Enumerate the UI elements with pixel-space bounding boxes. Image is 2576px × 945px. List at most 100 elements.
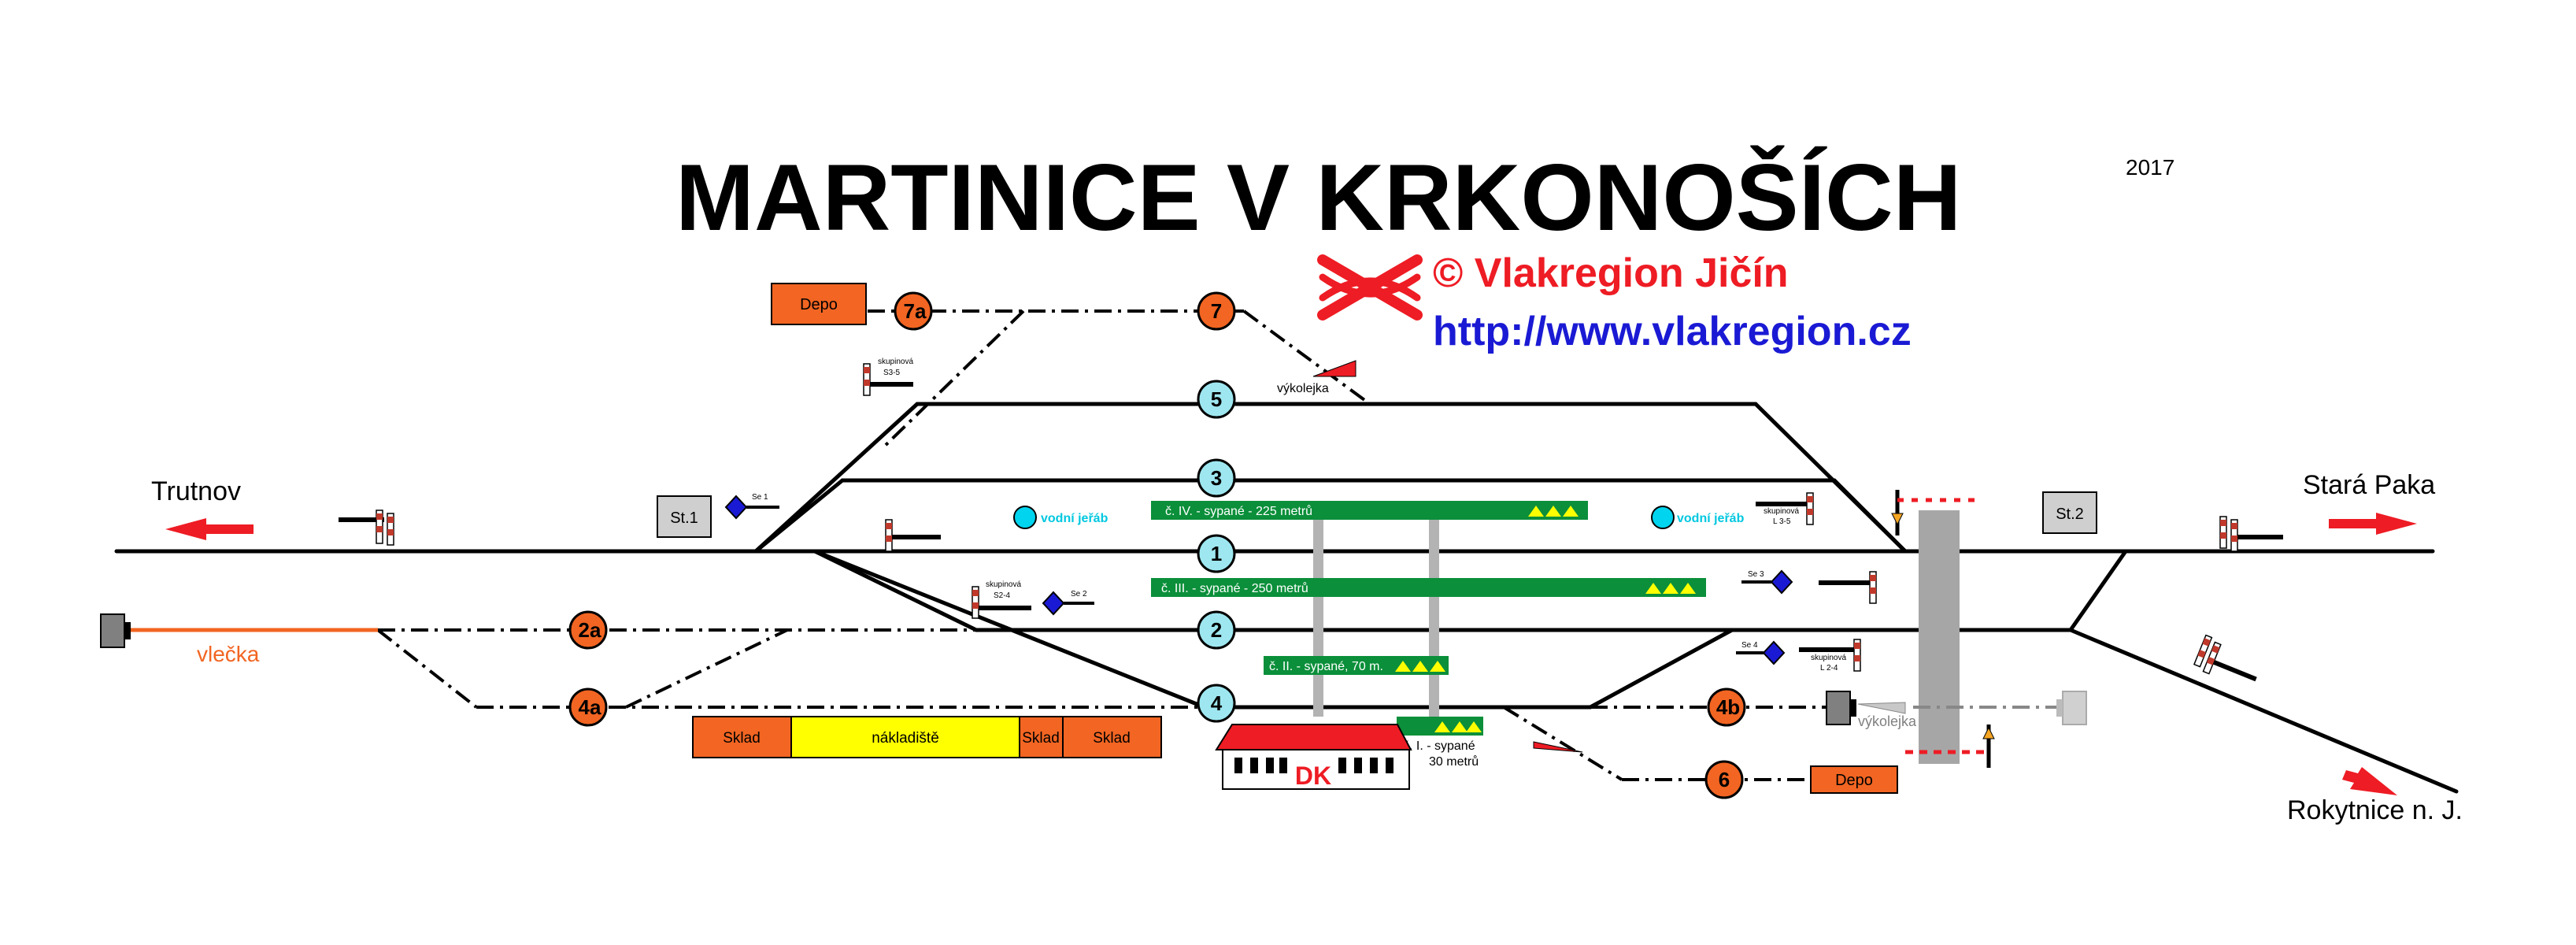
track-6-connector: [1502, 706, 1623, 781]
track-2a-circle: [568, 610, 608, 650]
copyright-text: © Vlakregion Jičín: [1433, 250, 1789, 296]
sklad-1-label: Sklad: [723, 730, 761, 747]
group-signal-s24-icon: [972, 586, 1031, 619]
track-5-left-connector: [753, 402, 920, 554]
track-6-number: 6: [1719, 768, 1730, 791]
st2-label: St.2: [2056, 506, 2084, 523]
track-2a-number: 2a: [579, 618, 601, 642]
entry-signal-left-icon: [339, 510, 394, 546]
website-link[interactable]: http://www.vlakregion.cz: [1433, 309, 1912, 354]
platform-4: [1151, 501, 1588, 520]
signal-se2-label: Se 2: [1071, 590, 1087, 598]
group-signal-l35-label-1: skupinová: [1764, 507, 1799, 516]
track-circles: [568, 291, 1746, 799]
level-crossing-road: [1919, 510, 1960, 764]
level-crossing-top-barrier-icon: [1891, 490, 1980, 536]
branch-rokytnice-line: [2068, 628, 2459, 794]
platform-1-label-line1: č. I. - sypané: [1403, 739, 1475, 753]
platform-3-label: č. III. - sypané - 250 metrů: [1161, 581, 1308, 595]
track-4-number: 4: [1211, 691, 1223, 715]
track-4-circle: [1197, 684, 1236, 723]
derailer-top-label: výkolejka: [1277, 382, 1329, 395]
signal-se3-label: Se 3: [1748, 570, 1764, 579]
signal-se4-icon: [1762, 640, 1786, 665]
arrow-stara-paka-icon: [2329, 513, 2417, 535]
footbridge-right-pillar: [1429, 512, 1439, 717]
track-7a-circle: [894, 291, 933, 331]
water-crane-left-label: vodní jeřáb: [1041, 512, 1108, 525]
platform-2-label: č. II. - sypané, 70 m.: [1269, 660, 1383, 673]
station-building-label: DK: [1295, 762, 1331, 790]
st2-box: [2042, 491, 2097, 534]
platforms: č. IV. - sypané - 225 metrů č. III. - sy…: [1151, 501, 1706, 769]
buffer-stop-4b: [1826, 691, 1851, 725]
water-crane-left-icon: [1013, 506, 1037, 529]
platform-3-marks: [1645, 583, 1696, 594]
platform-4-marks: [1528, 506, 1579, 517]
track-4a-left-connector: [376, 628, 478, 709]
entry-signal-right-icon: [2219, 516, 2283, 552]
track-2-number: 2: [1211, 618, 1222, 642]
track-lines: [114, 402, 2459, 794]
level-crossing-bottom-barrier-icon: [1905, 724, 1995, 768]
signal-se4-label: Se 4: [1741, 641, 1758, 650]
depo-top-label: Depo: [800, 296, 838, 313]
footbridge-left-pillar: [1313, 512, 1323, 717]
water-crane-right-icon: [1651, 506, 1675, 529]
signals: skupinová S3-5 Se 1 skupinová S2-4 Se 2: [339, 358, 2283, 768]
track-5-circle: [1197, 380, 1236, 419]
arrow-rokytnice-icon: [2342, 767, 2397, 795]
direction-stara-paka: Stará Paka: [2303, 470, 2435, 500]
track-7a-connector: [880, 309, 1025, 450]
sklad-2-box: [1019, 716, 1064, 758]
track-1-circle: [1197, 534, 1236, 573]
exit-signal-left-icon: [885, 519, 941, 552]
direction-trutnov: Trutnov: [151, 476, 241, 506]
arrow-trutnov-icon: [165, 518, 254, 540]
derailer-bottom-icon: [1533, 741, 1583, 753]
track-3-number: 3: [1211, 466, 1222, 490]
entry-signal-rokytnice-icon: [2193, 634, 2257, 682]
buildings: Depo Depo Sklad nákladiště Sklad Sklad: [657, 283, 2097, 794]
nakladiste-box: [790, 716, 1020, 758]
minor-tracks: [376, 309, 1834, 781]
track-6-circle: [1704, 760, 1744, 799]
sklad-3-label: Sklad: [1093, 730, 1131, 747]
track-4a-right-connector: [625, 628, 788, 709]
vlakregion-logo-icon: [1317, 254, 1423, 321]
signal-se1-label: Se 1: [752, 493, 768, 502]
sklad-3-box: [1062, 716, 1162, 758]
track-2-circle: [1197, 610, 1236, 650]
depo-bottom-label: Depo: [1835, 772, 1873, 789]
group-signal-s35-label-1: skupinová: [878, 358, 913, 366]
group-signal-s24-label-2: S2-4: [994, 591, 1011, 600]
siding-buffer-stop: [100, 613, 125, 648]
group-signal-l24-icon: [1799, 639, 1861, 672]
platform-1-marks: [1434, 721, 1482, 732]
track-4a-circle: [568, 687, 608, 727]
track-7-circle: [1197, 291, 1236, 331]
track-4b-circle: [1707, 687, 1746, 727]
group-signal-l24-label-1: skupinová: [1811, 654, 1846, 662]
track-4b-number: 4b: [1716, 695, 1740, 719]
group-signal-s35-icon: [863, 363, 913, 396]
signal-se1-icon: [724, 495, 748, 520]
st1-label: St.1: [670, 510, 698, 527]
track-7a-number: 7a: [904, 299, 927, 323]
exit-signal-right-icon: [1819, 571, 1877, 604]
depo-top-box: [771, 283, 867, 325]
siding-vlecka-label: vlečka: [197, 642, 260, 666]
group-signal-s24-label-1: skupinová: [986, 580, 1021, 589]
station-building: DK: [1215, 724, 1412, 790]
track-4a-number: 4a: [579, 695, 601, 719]
buffer-stop-right-grey: [2062, 691, 2087, 725]
title-year: 2017: [2126, 155, 2174, 180]
platform-2-marks: [1395, 661, 1445, 672]
water-crane-right-label: vodní jeřáb: [1677, 512, 1745, 525]
derailer-right-label: výkolejka: [1858, 713, 1917, 729]
platform-1-label-line2: 30 metrů: [1429, 754, 1479, 769]
sklad-1-box: [692, 716, 792, 758]
track-1-number: 1: [1211, 542, 1222, 565]
track-3-circle: [1197, 458, 1236, 498]
